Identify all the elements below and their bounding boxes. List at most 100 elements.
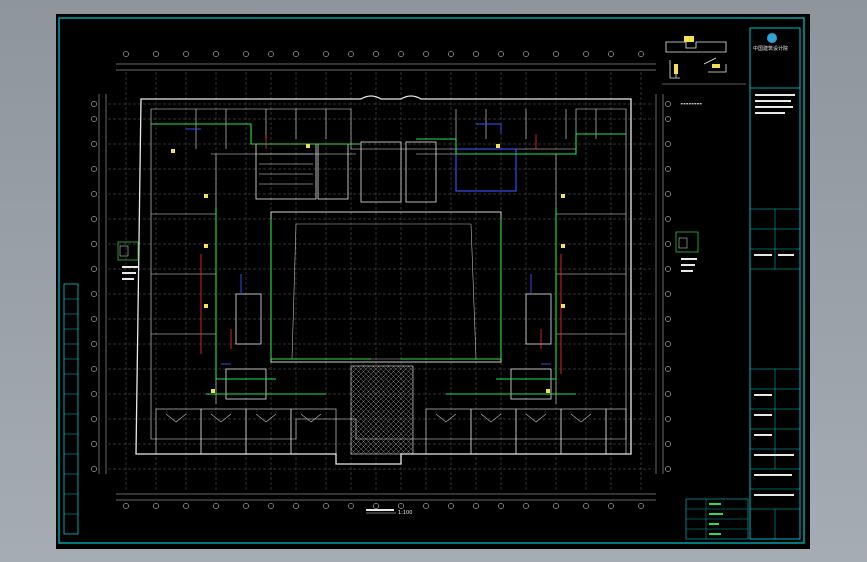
- detail-callout-right: [675, 231, 699, 272]
- axis-bubble: [423, 51, 429, 57]
- axis-bubble: [665, 101, 671, 107]
- axis-bubble: [183, 503, 189, 509]
- axis-bubble: [91, 416, 97, 422]
- svg-text:- - - - - - - -: - - - - - - - -: [681, 101, 702, 106]
- drawing-caption: 1:100: [366, 509, 412, 516]
- drawing-frame: [58, 17, 805, 544]
- utility-lines-red: [200, 134, 562, 374]
- axis-bubble: [91, 216, 97, 222]
- axis-bubble: [665, 366, 671, 372]
- axis-bubble: [91, 341, 97, 347]
- axis-bubble: [153, 503, 159, 509]
- axis-bubble: [91, 441, 97, 447]
- axis-bubble: [398, 503, 404, 509]
- left-title-strip: [63, 283, 79, 535]
- axis-bubble: [91, 241, 97, 247]
- axis-bubble: [665, 141, 671, 147]
- axis-bubble: [91, 291, 97, 297]
- axis-bubble: [448, 503, 454, 509]
- axis-bubble: [153, 51, 159, 57]
- courtyard: [270, 211, 502, 363]
- axis-bubbles: [91, 51, 671, 509]
- axis-bubble: [665, 316, 671, 322]
- axis-bubble: [553, 51, 559, 57]
- drawing-sheet[interactable]: 中国建筑设计院: [56, 14, 810, 549]
- axis-bubble: [91, 366, 97, 372]
- axis-bubble: [473, 51, 479, 57]
- firm-name: 中国建筑设计院: [753, 45, 788, 52]
- axis-bubble: [123, 51, 129, 57]
- detail-sketches: - - - - - - - -: [662, 36, 746, 106]
- axis-bubble: [665, 391, 671, 397]
- axis-bubble: [473, 503, 479, 509]
- axis-bubble: [608, 51, 614, 57]
- axis-bubble: [583, 51, 589, 57]
- axis-bubble: [583, 503, 589, 509]
- detail-callout-left: [117, 241, 139, 280]
- utility-lines-blue: [186, 123, 551, 365]
- axis-bubble: [323, 503, 329, 509]
- axis-bubble: [373, 503, 379, 509]
- axis-bubble: [268, 51, 274, 57]
- courtyard-slopes: [291, 223, 477, 360]
- axis-bubble: [398, 51, 404, 57]
- axis-bubble: [423, 503, 429, 509]
- axis-bubble: [91, 116, 97, 122]
- legend-table: [685, 498, 749, 540]
- axis-bubble: [498, 51, 504, 57]
- axis-bubble: [665, 441, 671, 447]
- axis-bubble: [553, 503, 559, 509]
- axis-bubble: [243, 503, 249, 509]
- fixtures-yellow: [171, 144, 565, 393]
- utility-lines-green: [151, 123, 626, 395]
- axis-bubble: [348, 51, 354, 57]
- axis-bubble: [523, 503, 529, 509]
- south-fixtures: [165, 413, 592, 423]
- equipment-room: [455, 148, 517, 192]
- partitions: [151, 109, 626, 404]
- drawing-scale: 1:100: [398, 510, 412, 516]
- axis-bubble: [523, 51, 529, 57]
- axis-bubble: [608, 503, 614, 509]
- axis-bubble: [91, 166, 97, 172]
- axis-bubble: [665, 116, 671, 122]
- axis-bubble: [213, 503, 219, 509]
- axis-bubble: [323, 51, 329, 57]
- axis-bubble: [665, 241, 671, 247]
- stair-cores: [225, 141, 552, 400]
- axis-bubble: [665, 216, 671, 222]
- axis-bubble: [243, 51, 249, 57]
- floor-plan-drawing: 中国建筑设计院: [58, 17, 805, 544]
- axis-bubble: [348, 503, 354, 509]
- axis-bubble: [91, 466, 97, 472]
- axis-bubble: [91, 316, 97, 322]
- axis-bubble: [665, 466, 671, 472]
- axis-bubble: [638, 51, 644, 57]
- axis-bubble: [665, 291, 671, 297]
- firm-logo: [767, 33, 777, 43]
- axis-bubble: [665, 341, 671, 347]
- entrance-paving: [350, 365, 414, 455]
- axis-bubble: [123, 503, 129, 509]
- axis-bubble: [665, 266, 671, 272]
- axis-bubble: [91, 141, 97, 147]
- axis-bubble: [665, 166, 671, 172]
- axis-bubble: [91, 101, 97, 107]
- axis-bubble: [91, 391, 97, 397]
- axis-bubble: [665, 191, 671, 197]
- axis-bubble: [448, 51, 454, 57]
- left-strip-rows: [64, 298, 78, 515]
- axis-bubble: [293, 503, 299, 509]
- axis-bubble: [373, 51, 379, 57]
- axis-bubble: [91, 266, 97, 272]
- south-rooms: [155, 408, 627, 455]
- axis-bubble: [213, 51, 219, 57]
- axis-bubble: [293, 51, 299, 57]
- title-block: 中国建筑设计院: [749, 27, 801, 540]
- axis-bubble: [183, 51, 189, 57]
- dimension-lines: [98, 63, 664, 501]
- axis-bubble: [498, 503, 504, 509]
- axis-bubble: [268, 503, 274, 509]
- axis-bubble: [638, 503, 644, 509]
